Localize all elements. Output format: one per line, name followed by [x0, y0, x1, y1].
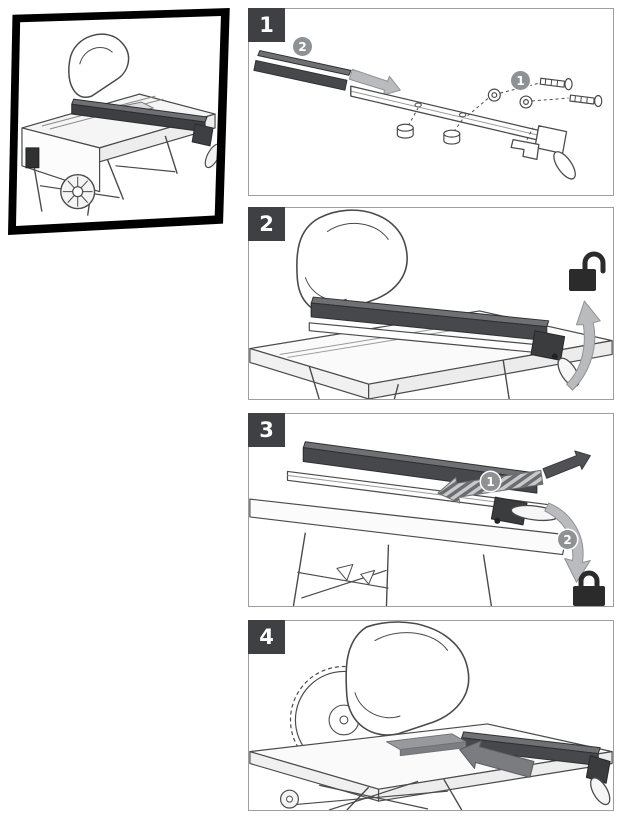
table-saw-overview-icon	[21, 33, 221, 216]
step-panel-4: 4	[248, 620, 614, 811]
callout-2-label: 2	[563, 532, 572, 547]
lock-icon	[573, 570, 605, 606]
overview-thumbnail-frame	[8, 8, 230, 235]
callout-2-label: 2	[298, 39, 307, 54]
stand-legs	[279, 778, 463, 810]
unlock-icon	[569, 251, 606, 291]
step-panel-2: 2	[248, 207, 614, 400]
step-number-badge: 3	[248, 413, 285, 447]
rotate-down-arrow	[544, 502, 591, 583]
step-number-badge: 1	[248, 8, 285, 42]
step-panel-1: 1	[248, 8, 614, 196]
rotate-up-arrow	[566, 300, 601, 391]
rip-fence	[461, 731, 611, 806]
slide-right-arrow	[542, 450, 591, 479]
callout-1-label: 1	[516, 73, 525, 88]
feed-arrow	[459, 740, 535, 778]
step-number-badge: 2	[248, 207, 285, 241]
callout-1-label: 1	[486, 474, 495, 489]
table-top	[249, 723, 613, 802]
step-number: 4	[259, 625, 274, 649]
step3-slide-lock-illustration	[249, 441, 591, 606]
callout-2: 2	[558, 530, 577, 549]
fence-extrusion	[253, 50, 352, 91]
mounting-knobs	[396, 107, 465, 145]
screws	[500, 77, 603, 108]
step-number: 2	[259, 212, 274, 236]
stand-legs	[308, 360, 510, 399]
step4-rip-cut-illustration	[249, 621, 613, 810]
stand-legs	[292, 532, 493, 606]
step-number: 3	[259, 418, 274, 442]
slide-arrow	[348, 68, 401, 96]
callout-1: 1	[481, 472, 500, 491]
clamp-assembly	[510, 125, 576, 180]
fence-rail	[350, 85, 554, 145]
blade-guard	[345, 621, 470, 736]
washers	[467, 88, 533, 117]
step-panel-3: 3	[248, 413, 614, 607]
step-number: 1	[259, 13, 274, 37]
step-number-badge: 4	[248, 620, 285, 654]
blade-guard	[296, 209, 408, 315]
step1-exploded-rail-illustration	[253, 50, 603, 180]
callout-1: 1	[511, 71, 530, 90]
step2-unlock-illustration	[249, 209, 613, 399]
rip-fence	[310, 296, 550, 342]
table-top	[249, 498, 568, 556]
overview-thumbnail	[16, 16, 221, 226]
callout-2: 2	[293, 37, 312, 56]
